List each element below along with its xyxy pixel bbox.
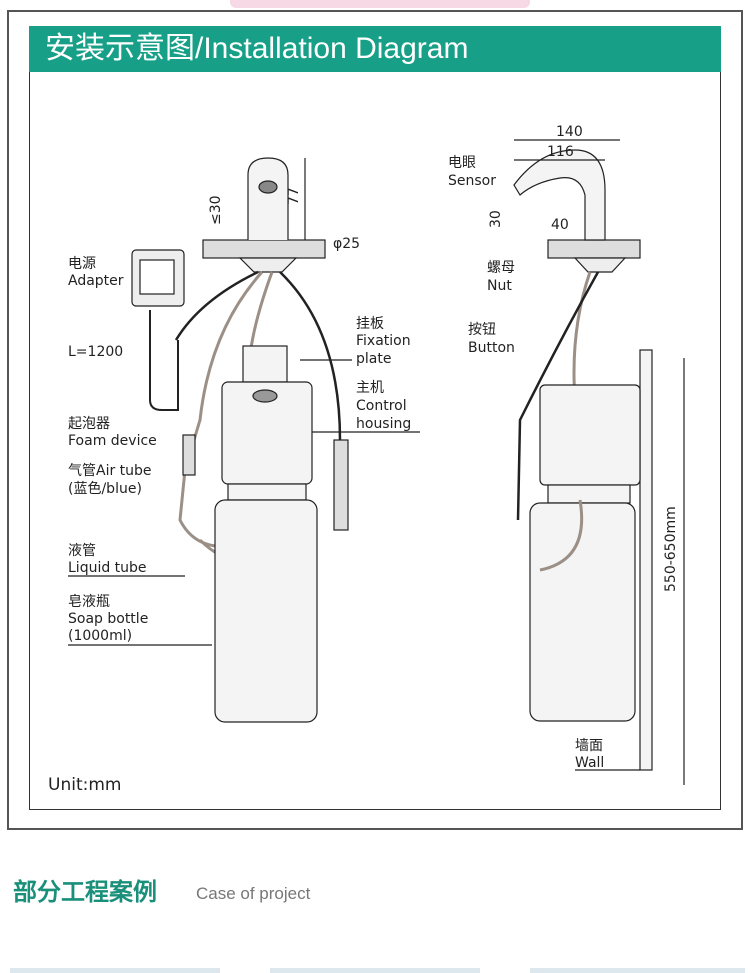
- svg-text:主机: 主机: [356, 380, 384, 396]
- svg-text:≤30: ≤30: [208, 195, 224, 225]
- case-image-edge: [530, 968, 745, 973]
- svg-text:housing: housing: [356, 416, 411, 432]
- svg-text:Sensor: Sensor: [448, 173, 496, 189]
- svg-text:(蓝色/blue): (蓝色/blue): [68, 480, 142, 497]
- svg-text:Fixation: Fixation: [356, 333, 411, 349]
- svg-text:550-650mm: 550-650mm: [663, 506, 679, 592]
- svg-text:Liquid tube: Liquid tube: [68, 560, 147, 576]
- case-image-edge: [10, 968, 220, 973]
- diagram-header: 安装示意图/Installation Diagram: [29, 26, 721, 72]
- svg-text:Adapter: Adapter: [68, 273, 124, 289]
- unit-label: Unit:mm: [48, 775, 121, 795]
- left-faucet: [202, 157, 326, 273]
- svg-text:Control: Control: [356, 398, 407, 414]
- svg-text:电眼: 电眼: [448, 155, 476, 171]
- section-title: 部分工程案例: [13, 878, 157, 906]
- svg-text:电源: 电源: [68, 256, 96, 272]
- diagram-panel: [29, 72, 721, 810]
- svg-text:Foam device: Foam device: [68, 433, 157, 449]
- right-faucet: [513, 149, 606, 241]
- svg-text:140: 140: [556, 124, 583, 140]
- svg-text:(1000ml): (1000ml): [68, 628, 132, 644]
- svg-text:液管: 液管: [68, 543, 96, 559]
- svg-text:plate: plate: [356, 351, 391, 367]
- svg-text:起泡器: 起泡器: [68, 416, 110, 432]
- previous-section-banner: [230, 0, 530, 8]
- fixation-plate: [242, 345, 288, 383]
- soap-bottle: [214, 499, 318, 723]
- svg-text:Button: Button: [468, 340, 515, 356]
- svg-text:Soap bottle: Soap bottle: [68, 611, 148, 627]
- section-subtitle: Case of project: [196, 884, 311, 903]
- wall: [639, 349, 653, 771]
- svg-text:30: 30: [488, 210, 504, 228]
- svg-text:Nut: Nut: [487, 278, 512, 294]
- svg-text:φ25: φ25: [333, 236, 360, 252]
- svg-text:77: 77: [286, 187, 302, 205]
- svg-text:Wall: Wall: [575, 755, 604, 771]
- case-image-edge: [270, 968, 480, 973]
- svg-text:墙面: 墙面: [575, 738, 603, 754]
- svg-text:气管Air tube: 气管Air tube: [68, 463, 152, 479]
- svg-text:皂液瓶: 皂液瓶: [68, 594, 110, 610]
- svg-text:116: 116: [547, 144, 574, 160]
- svg-text:L=1200: L=1200: [68, 344, 123, 360]
- svg-text:按钮: 按钮: [468, 322, 496, 338]
- svg-text:挂板: 挂板: [356, 316, 384, 332]
- svg-text:螺母: 螺母: [487, 260, 515, 276]
- svg-text:40: 40: [551, 217, 569, 233]
